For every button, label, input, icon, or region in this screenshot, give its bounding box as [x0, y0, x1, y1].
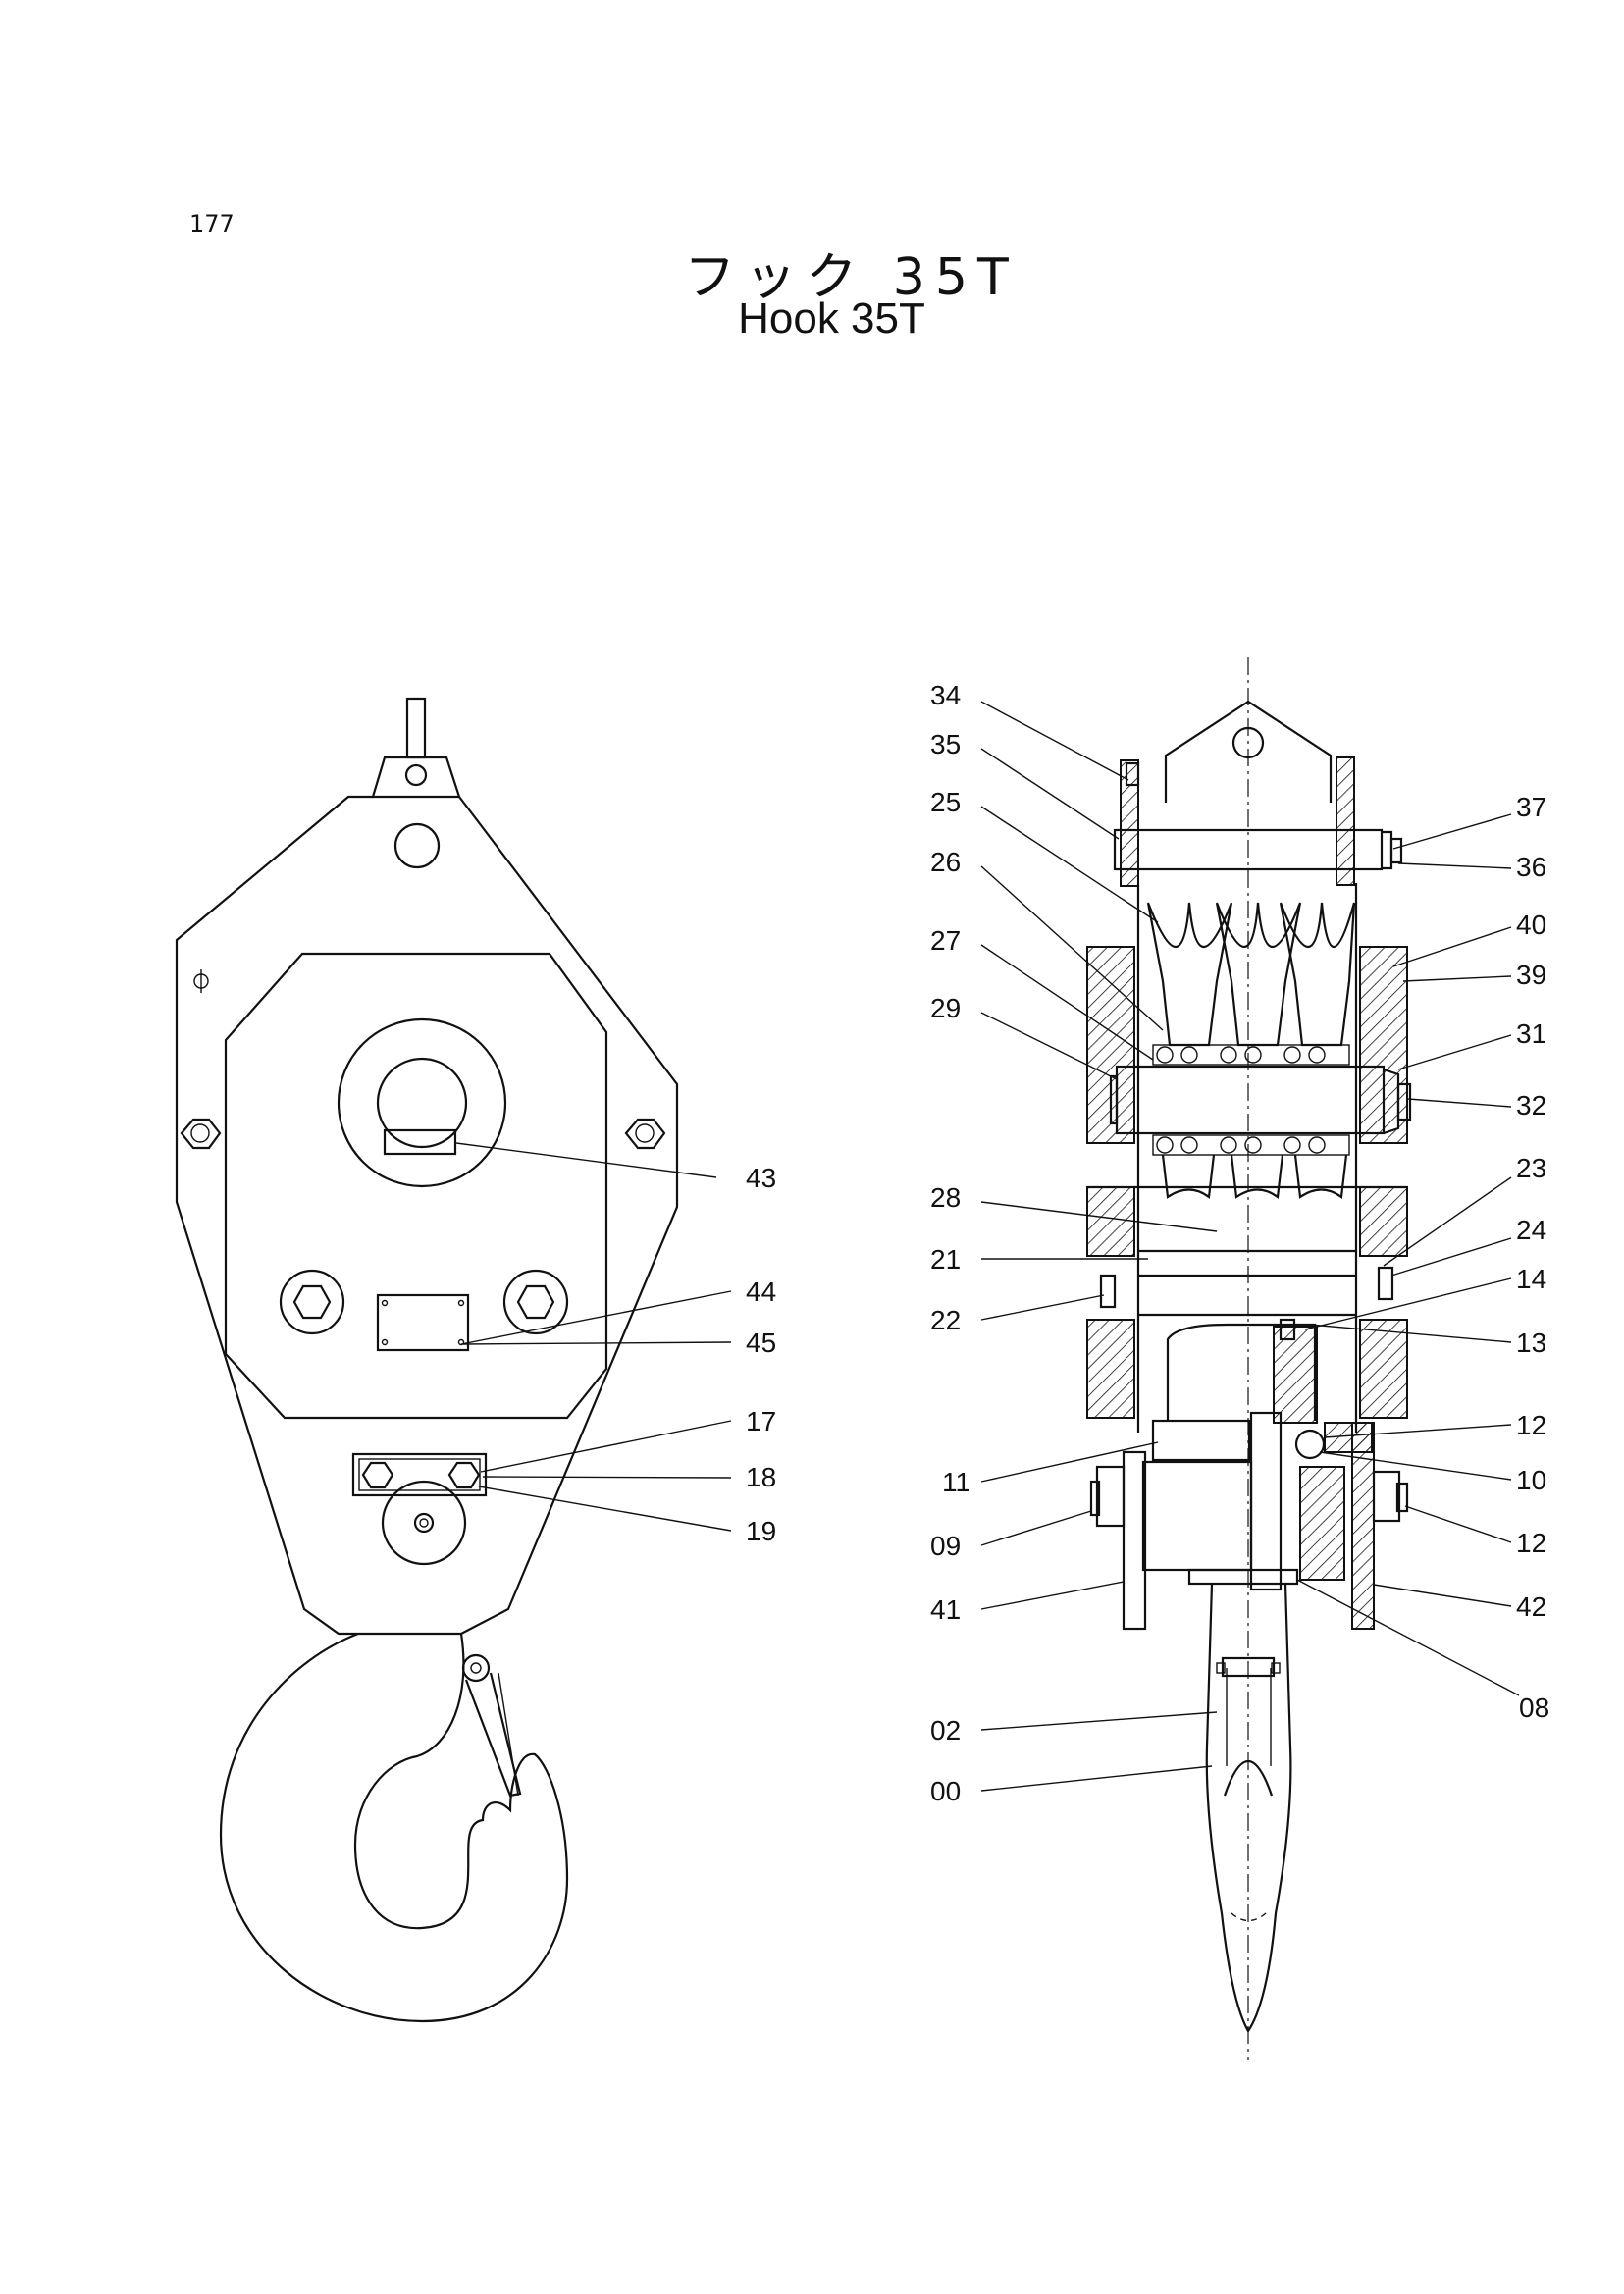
title-japanese: フック 35T: [684, 248, 1019, 307]
callout-label: 22: [930, 1305, 961, 1335]
callout-label: 17: [746, 1406, 776, 1436]
callout-label: 28: [930, 1182, 961, 1213]
callout-label: 14: [1516, 1264, 1546, 1294]
callout-label: 08: [1519, 1693, 1549, 1723]
section-view-drawing: [1086, 657, 1412, 2060]
callout-label: 23: [1516, 1153, 1546, 1183]
section-view-leaders: [980, 701, 1520, 1792]
callout-label: 39: [1516, 960, 1546, 990]
callout-label: 37: [1516, 792, 1546, 822]
callout-label: 21: [930, 1244, 961, 1275]
callout-label: 44: [746, 1277, 776, 1307]
callout-label: 31: [1516, 1018, 1546, 1049]
callout-label: 02: [930, 1715, 961, 1746]
side-view-drawing: [175, 697, 679, 2023]
callout-label: 12: [1516, 1528, 1546, 1558]
callout-label: 42: [1516, 1591, 1546, 1622]
callout-label: 11: [942, 1467, 970, 1497]
callout-label: 18: [746, 1462, 776, 1492]
section-view-callouts-left: 34 35 25 26 27 29 28 21 22 11 09 41 02 0…: [930, 680, 970, 1806]
callout-label: 36: [1516, 852, 1546, 882]
callout-label: 43: [746, 1163, 776, 1193]
callout-label: 19: [746, 1516, 776, 1546]
callout-label: 29: [930, 993, 961, 1023]
side-view-leaders: [455, 1142, 732, 1532]
callout-label: 27: [930, 925, 961, 956]
callout-label: 34: [930, 680, 961, 710]
side-view-callouts: 43 44 45 17 18 19: [746, 1163, 776, 1546]
callout-label: 24: [1516, 1215, 1546, 1245]
page-number: 177: [189, 210, 235, 237]
callout-label: 41: [930, 1594, 961, 1625]
callout-label: 35: [930, 729, 961, 759]
callout-label: 00: [930, 1776, 961, 1806]
callout-label: 13: [1516, 1328, 1546, 1358]
callout-label: 40: [1516, 910, 1546, 940]
callout-label: 26: [930, 847, 961, 877]
title-english: Hook 35T: [738, 294, 925, 342]
callout-label: 12: [1516, 1410, 1546, 1440]
callout-label: 32: [1516, 1090, 1546, 1121]
callout-label: 45: [746, 1328, 776, 1358]
callout-label: 10: [1516, 1465, 1546, 1495]
callout-label: 25: [930, 787, 961, 817]
section-view-callouts-right: 37 36 40 39 31 32 23 24 14 13 12 10 12 4…: [1516, 792, 1549, 1723]
callout-label: 09: [930, 1531, 961, 1561]
